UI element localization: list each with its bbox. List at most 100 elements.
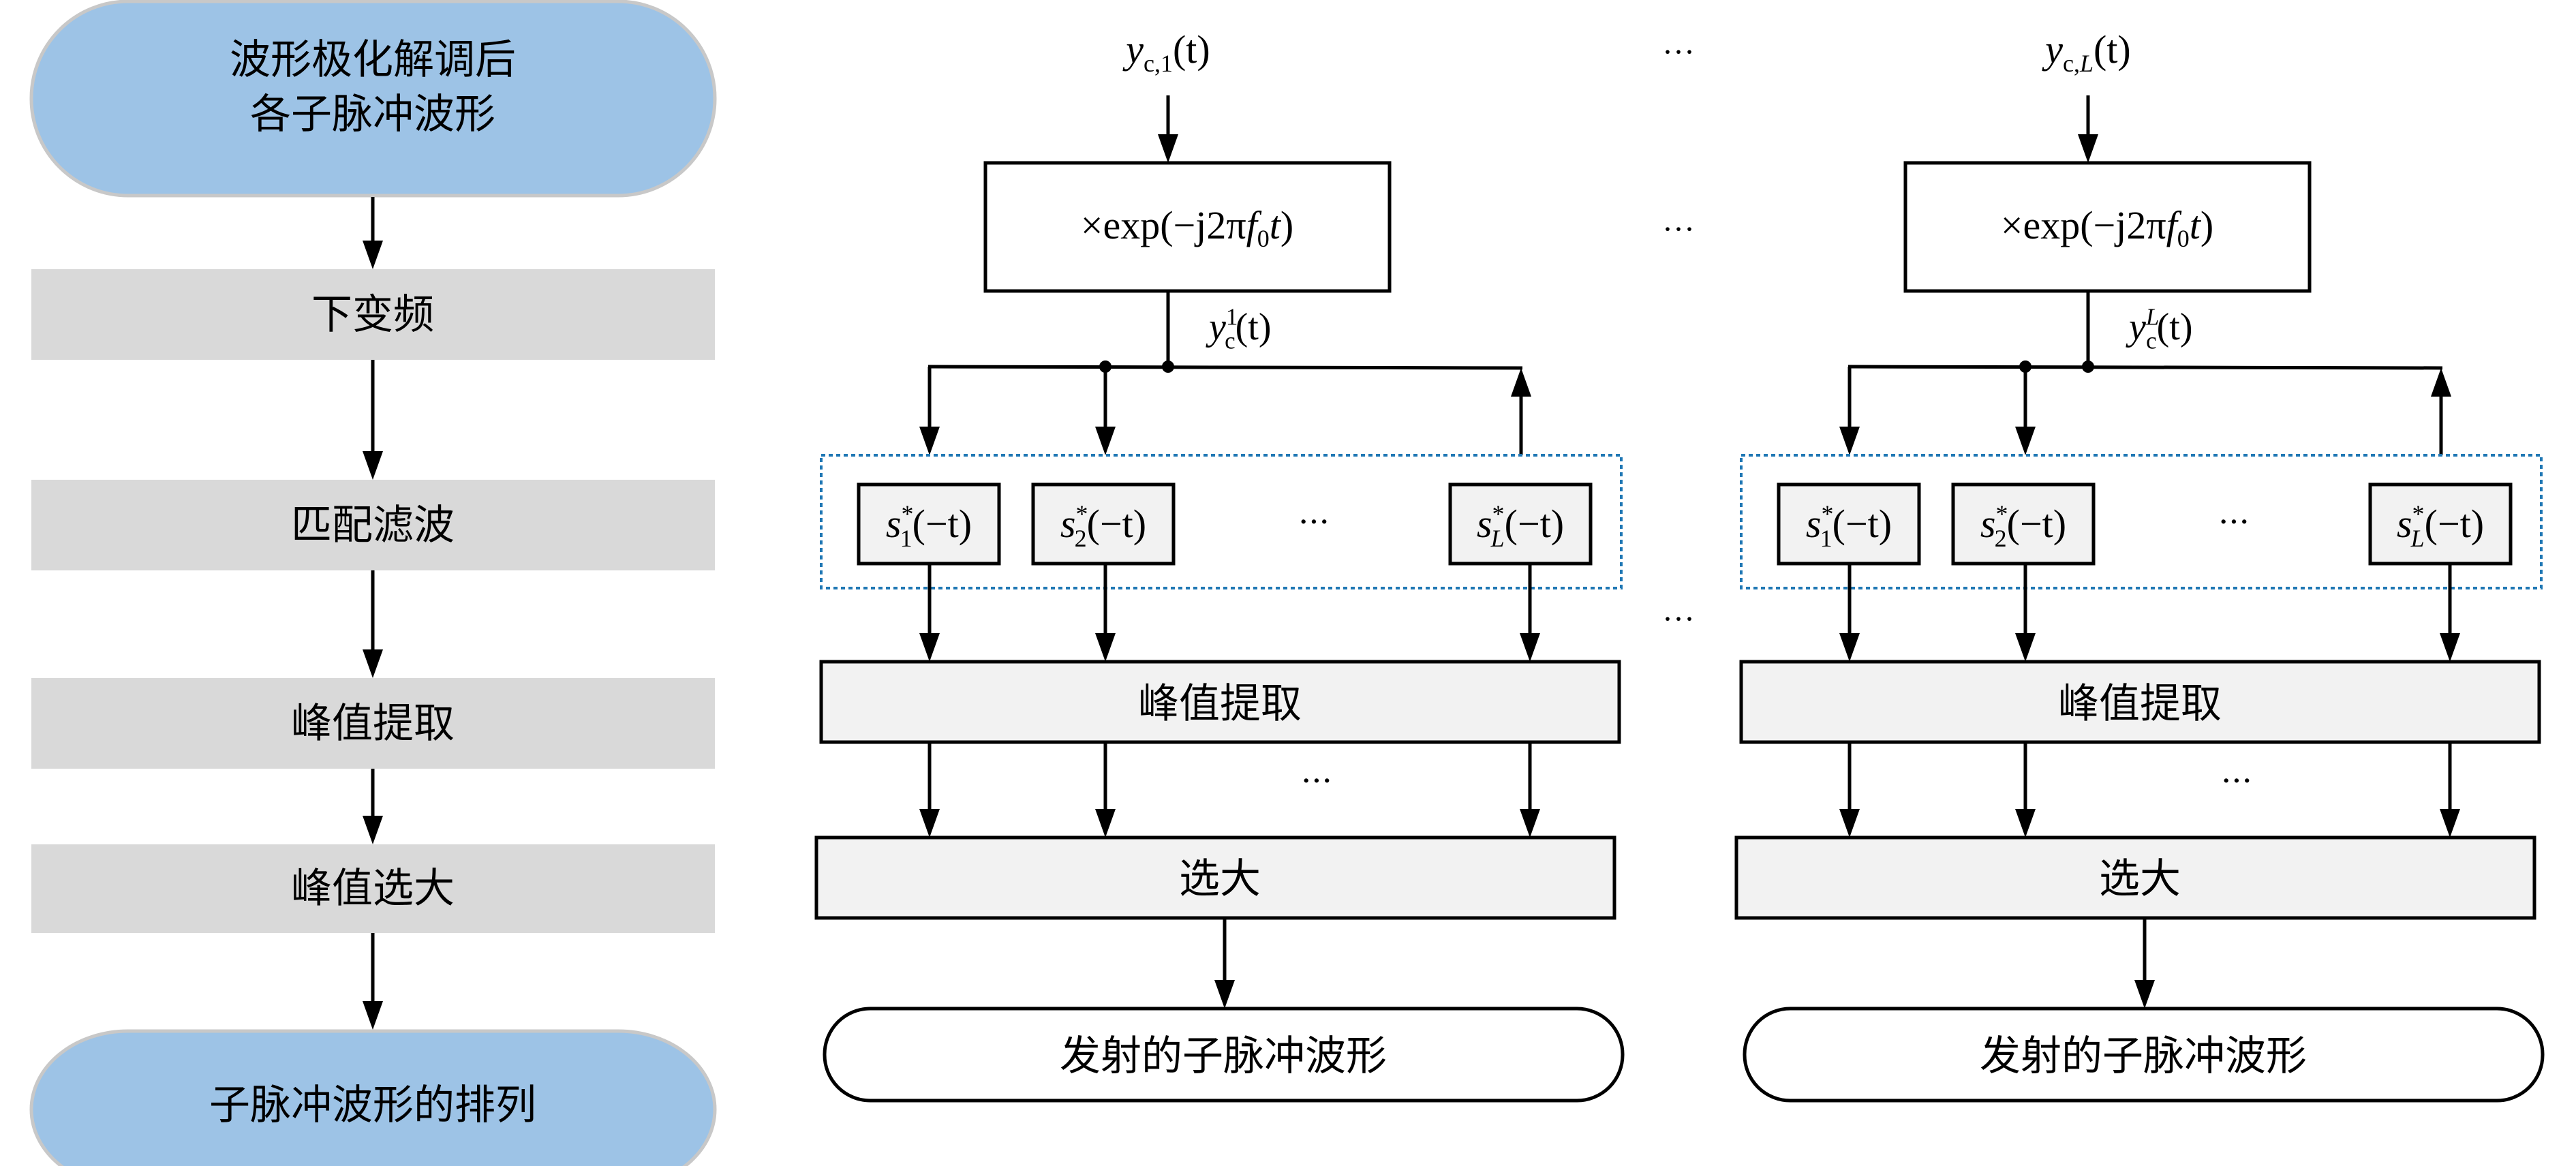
filter-ellipsis: ··· xyxy=(1298,503,1330,541)
output-terminal xyxy=(1743,1007,2545,1103)
matched-filter-box xyxy=(857,482,1001,566)
mixer-t: t xyxy=(2190,203,2202,247)
select-max-label: 选大 xyxy=(2099,855,2181,903)
arrowhead xyxy=(2440,633,2460,662)
math-sub: L xyxy=(1490,525,1505,552)
arrowhead xyxy=(363,649,383,678)
math-arg: (−t) xyxy=(1505,502,1564,546)
select-max-box xyxy=(1734,835,2536,920)
end-terminal-label: 子脉冲波形的排列 xyxy=(209,1081,536,1129)
arrowhead xyxy=(1520,809,1540,838)
arrow-downconvert-to-matched-filter xyxy=(363,360,383,480)
arrow-filter-to-peak-2 xyxy=(1095,564,1116,662)
math-base: s xyxy=(1806,502,1822,546)
step-downconvert xyxy=(31,269,715,360)
arrow-matched-filter-to-peak-extract xyxy=(363,570,383,678)
matched-filter-box xyxy=(1777,482,1921,566)
math-arg: (−t) xyxy=(913,502,972,546)
math-arg: (−t) xyxy=(1833,502,1892,546)
arrowhead xyxy=(1095,633,1116,662)
arrow-filter-to-peak-1 xyxy=(1839,564,1860,662)
arrowhead xyxy=(2015,809,2036,838)
arrowhead xyxy=(919,427,940,455)
matched-filter-group xyxy=(1740,454,2543,589)
math-base: s xyxy=(1980,502,1996,546)
math-sub: c,1 xyxy=(1144,50,1173,77)
matched-filter-label: s*2(−t) xyxy=(1060,500,1146,552)
start-terminal-line2: 各子脉冲波形 xyxy=(250,91,495,138)
arrow-input-to-mixer xyxy=(2078,95,2098,163)
signal-bus xyxy=(927,365,1523,370)
math-sup: 1 xyxy=(1226,304,1238,331)
arrowhead xyxy=(1158,134,1178,163)
arrowhead xyxy=(1095,809,1116,838)
matched-filter-box xyxy=(2368,482,2513,566)
select-max-label: 选大 xyxy=(1179,855,1261,903)
matched-filter-box xyxy=(1448,482,1593,566)
left-flow: 波形极化解调后 各子脉冲波形 下变频 匹配滤波 峰值提取 峰值选大 子脉冲波形的… xyxy=(29,0,717,1166)
math-sup: * xyxy=(2412,500,2424,527)
step-downconvert-label: 下变频 xyxy=(311,291,434,339)
ellipsis-between-inputs: ··· xyxy=(1662,34,1695,70)
peak-extract-label: 峰值提取 xyxy=(1138,680,1302,728)
select-max-box xyxy=(814,835,1616,920)
math-base: y xyxy=(2126,306,2146,348)
math-arg: (t) xyxy=(1236,306,1272,348)
arrowhead xyxy=(363,1001,383,1030)
arrow-peak-extract-to-peak-select xyxy=(363,769,383,844)
math-arg: (−t) xyxy=(1087,502,1146,546)
peak-ellipsis: ··· xyxy=(2221,762,2252,800)
ellipsis-between-filterbanks: ··· xyxy=(1662,601,1695,637)
matched-filter-box xyxy=(1951,482,2096,566)
mixer-f-sub: 0 xyxy=(1257,225,1270,252)
matched-filter-label: s*1(−t) xyxy=(886,500,972,552)
branch-input-label: yc,L(t) xyxy=(2042,27,2131,77)
arrow-peak-select-to-end xyxy=(363,933,383,1030)
arrowhead xyxy=(2015,633,2036,662)
math-sup: L xyxy=(2145,304,2159,331)
mixer-f-sub: 0 xyxy=(2177,225,2190,252)
output-terminal-label: 发射的子脉冲波形 xyxy=(1980,1032,2307,1080)
arrowhead xyxy=(919,633,940,662)
arrow-bus-to-filter-2 xyxy=(1095,367,1116,455)
mixer-prefix: ×exp(−j2π xyxy=(1081,203,1246,247)
mixer-box xyxy=(983,161,1392,293)
arrow-start-to-downconvert xyxy=(363,197,383,269)
arrowhead xyxy=(2134,980,2155,1009)
output-terminal xyxy=(823,1007,1625,1103)
peak-ellipsis: ··· xyxy=(1301,762,1332,800)
step-matched-filter xyxy=(31,480,715,570)
arrow-bus-to-filter-2 xyxy=(2015,367,2036,455)
math-arg: (−t) xyxy=(2425,502,2484,546)
left-arrows xyxy=(363,197,383,1030)
math-base: y xyxy=(1122,27,1144,72)
arrowhead xyxy=(363,816,383,844)
mixer-label: ×exp(−j2πf0t) xyxy=(1081,203,1293,252)
arrow-filter-to-peak-1 xyxy=(919,564,940,662)
arrowhead xyxy=(363,451,383,480)
end-terminal xyxy=(29,1029,717,1166)
arrow-filter-to-peak-3 xyxy=(1520,564,1540,662)
arrowhead xyxy=(2078,134,2098,163)
start-terminal-line1: 波形极化解调后 xyxy=(230,36,516,84)
matched-filter-box xyxy=(1031,482,1176,566)
arrowhead xyxy=(1520,633,1540,662)
matched-filter-label: s*1(−t) xyxy=(1806,500,1892,552)
mixer-close: ) xyxy=(1281,203,1293,247)
step-peak-select-label: 峰值选大 xyxy=(291,865,455,912)
math-arg: (−t) xyxy=(2007,502,2066,546)
arrowhead xyxy=(1839,809,1860,838)
arrowhead xyxy=(1511,368,1531,397)
matched-filter-label: s*L(−t) xyxy=(2397,500,2484,552)
math-arg: (t) xyxy=(2157,306,2193,348)
arrow-bus-to-filter-1 xyxy=(919,367,940,455)
math-base: s xyxy=(1060,502,1076,546)
junction-dot xyxy=(1162,360,1174,373)
math-sub: 1 xyxy=(900,525,913,552)
math-sub: 1 xyxy=(1820,525,1833,552)
peak-extract-box xyxy=(819,660,1621,744)
step-peak-extract xyxy=(31,678,715,769)
arrowhead xyxy=(1839,633,1860,662)
math-sub: c xyxy=(1225,327,1236,354)
